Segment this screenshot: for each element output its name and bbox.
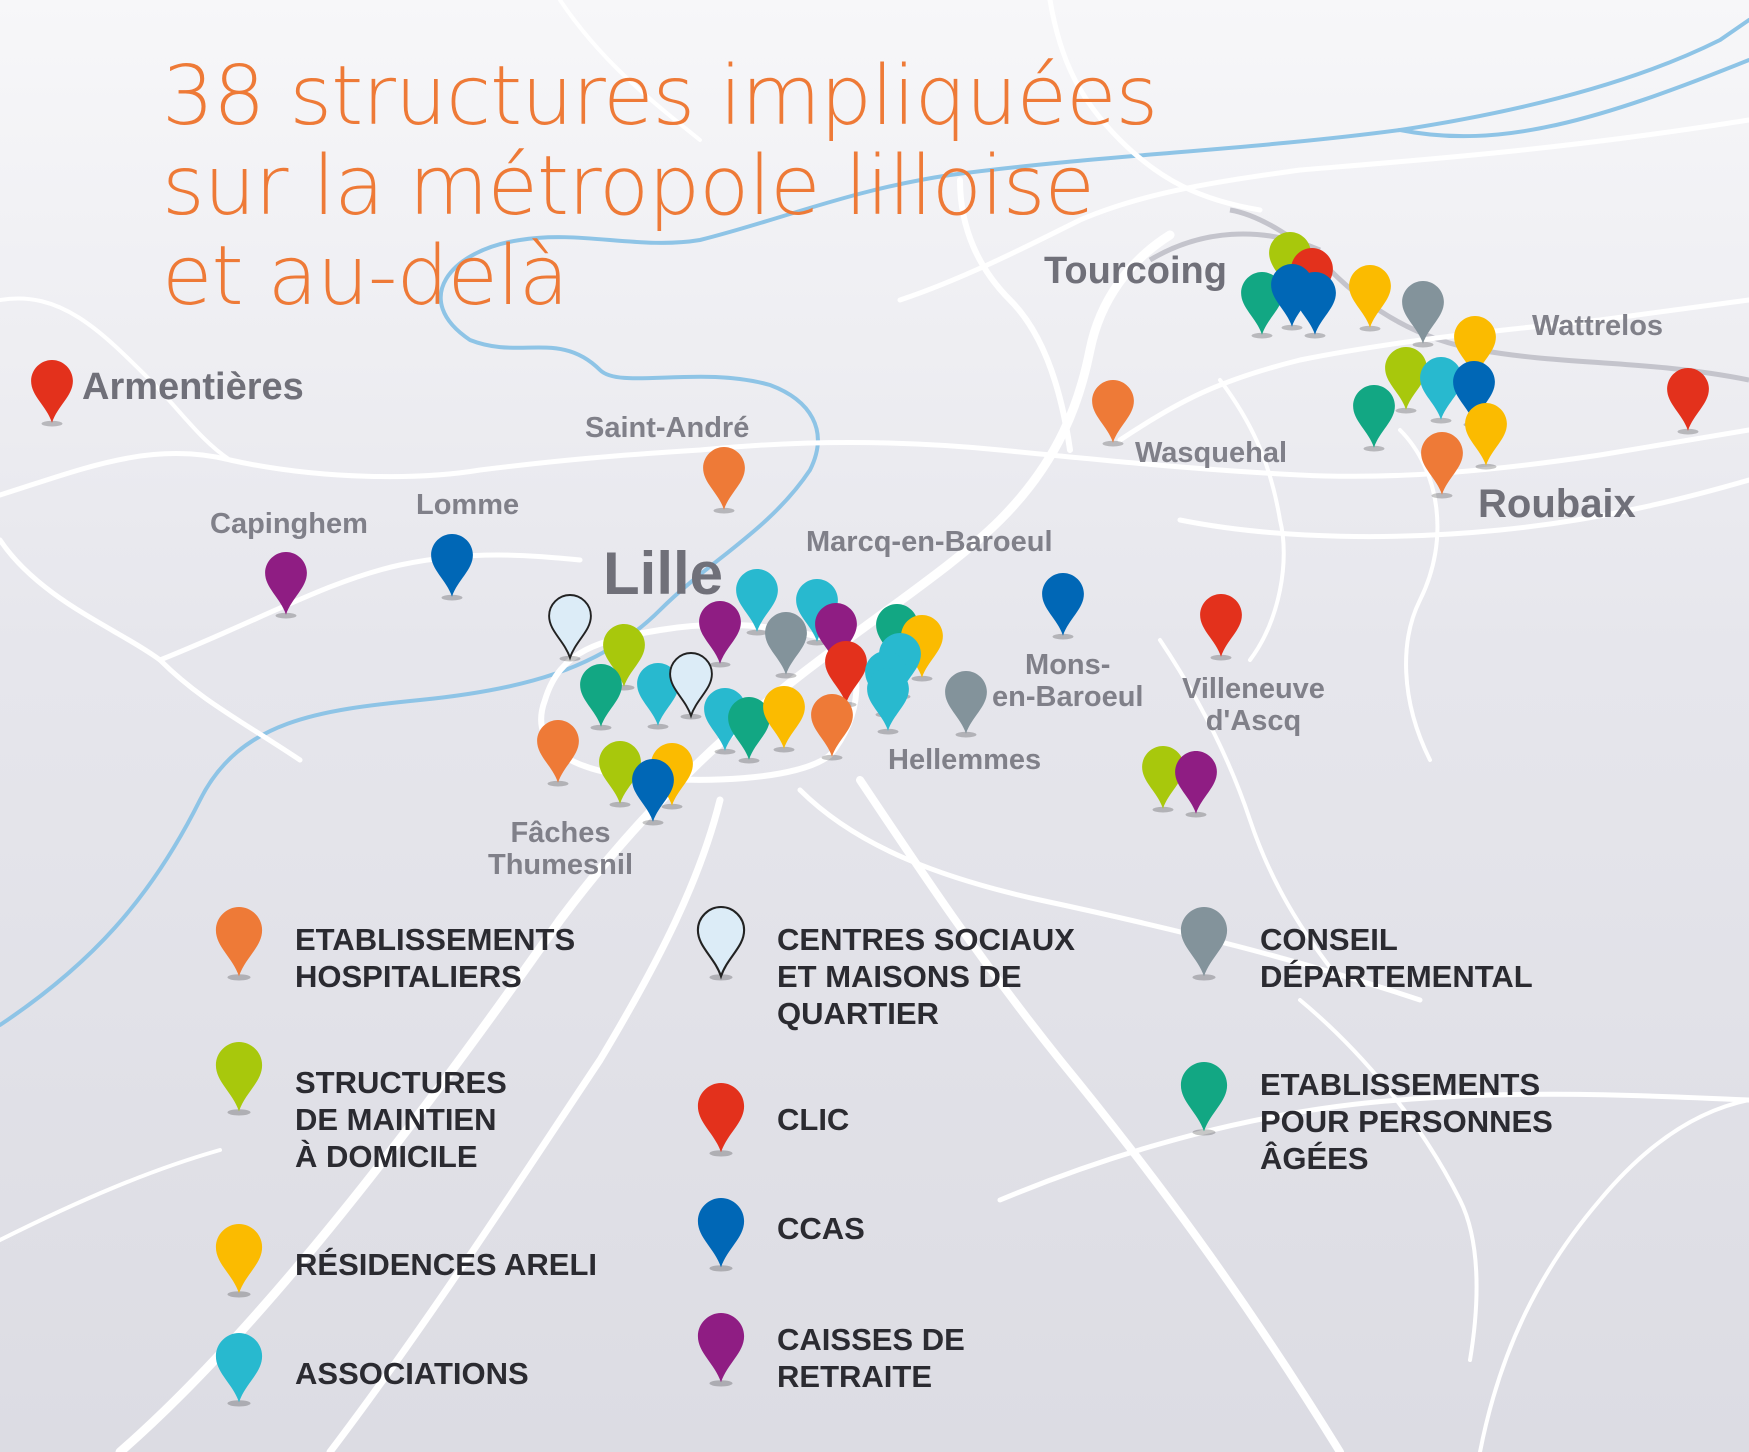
map-pin-icon — [736, 569, 778, 636]
map-pin-icon — [599, 741, 641, 808]
city-roubaix: Roubaix — [1478, 482, 1636, 526]
map-pin-icon — [1385, 347, 1427, 414]
map-pin-icon — [215, 907, 263, 981]
map-pin-icon — [697, 1313, 745, 1387]
map-pin-icon — [215, 1333, 263, 1407]
city-marcq: Marcq-en-Baroeul — [806, 526, 1053, 558]
map-pin-icon — [867, 668, 909, 735]
legend-label: ETABLISSEMENTS HOSPITALIERS — [295, 922, 576, 994]
map-pin-icon — [1200, 594, 1242, 661]
legend-label: CONSEIL DÉPARTEMENTAL — [1260, 922, 1533, 994]
map-pin-icon — [1294, 272, 1336, 339]
map-pin-icon — [765, 612, 807, 679]
map-pin-icon — [215, 1224, 263, 1298]
markers-layer — [31, 232, 1709, 826]
legend-label: STRUCTURES DE MAINTIEN À DOMICILE — [295, 1065, 507, 1174]
map-pin-icon — [1353, 385, 1395, 452]
map-pin-icon — [215, 907, 263, 981]
city-saint-andre: Saint-André — [585, 412, 750, 444]
map-pin-icon — [632, 759, 674, 826]
map-pin-icon — [697, 1313, 745, 1387]
map-pin-icon — [1180, 907, 1228, 981]
map-pin-icon — [1420, 357, 1462, 424]
map-pin-icon — [697, 1083, 745, 1157]
city-armentieres: Armentières — [82, 366, 304, 408]
city-villeneuve: Villeneuve d'Ascq — [1182, 673, 1325, 738]
map-pin-icon — [696, 905, 746, 981]
map-pin-icon — [1175, 751, 1217, 818]
map-pin-icon — [1142, 746, 1184, 813]
map-pin-icon — [945, 671, 987, 738]
map-pin-icon — [1667, 368, 1709, 435]
legend-label: ETABLISSEMENTS POUR PERSONNES ÂGÉES — [1260, 1067, 1553, 1176]
roads-grey — [1148, 207, 1749, 383]
map-pin-icon — [215, 1224, 263, 1298]
map-pin-icon — [431, 534, 473, 601]
city-wattrelos: Wattrelos — [1532, 310, 1664, 342]
map-pin-icon — [548, 594, 592, 662]
legend-label: CLIC — [777, 1102, 850, 1137]
map-pin-icon — [215, 1333, 263, 1407]
city-hellemmes: Hellemmes — [888, 744, 1042, 776]
map-pin-icon — [1180, 1062, 1228, 1136]
city-mons: Mons- en-Baroeul — [992, 649, 1144, 714]
city-tourcoing: Tourcoing — [1044, 250, 1227, 292]
river — [0, 18, 1749, 1027]
map-pin-icon — [580, 664, 622, 731]
map-pin-icon — [31, 360, 73, 427]
legend-label: ASSOCIATIONS — [295, 1356, 529, 1391]
city-lille: Lille — [603, 540, 724, 607]
city-wasquehal: Wasquehal — [1135, 437, 1288, 469]
map-pin-icon — [215, 1042, 263, 1116]
page-title: 38 structures impliquées sur la métropol… — [162, 49, 1158, 324]
city-lomme: Lomme — [416, 489, 520, 521]
map-pin-icon — [1349, 265, 1391, 332]
map-pin-icon — [1092, 380, 1134, 447]
map-pin-icon — [763, 686, 805, 753]
map-pin-icon — [901, 615, 943, 682]
map-pin-icon — [697, 1083, 745, 1157]
map-pin-icon — [703, 447, 745, 514]
map-pin-icon — [669, 652, 713, 720]
map-pin-icon — [1180, 1062, 1228, 1136]
map-pin-icon — [697, 1198, 745, 1272]
legend-label: CCAS — [777, 1211, 865, 1246]
legend-label: RÉSIDENCES ARELI — [295, 1247, 598, 1282]
map-pin-icon — [637, 663, 679, 730]
map-pin-icon — [537, 720, 579, 787]
city-capinghem: Capinghem — [210, 508, 368, 540]
map-pin-icon — [1465, 403, 1507, 470]
city-faches: Fâches Thumesnil — [488, 817, 634, 882]
map-pin-icon — [265, 552, 307, 619]
legend-label: CAISSES DE RETRAITE — [777, 1322, 965, 1394]
map-pin-icon — [696, 905, 746, 981]
map-pin-icon — [811, 694, 853, 761]
map-pin-icon — [697, 1198, 745, 1272]
map-pin-icon — [1421, 432, 1463, 499]
map-pin-icon — [1042, 573, 1084, 640]
legend-label: CENTRES SOCIAUX ET MAISONS DE QUARTIER — [777, 922, 1075, 1031]
map-pin-icon — [1402, 281, 1444, 348]
map-pin-icon — [699, 601, 741, 668]
map-pin-icon — [728, 697, 770, 764]
map-pin-icon — [215, 1042, 263, 1116]
map-pin-icon — [1180, 907, 1228, 981]
